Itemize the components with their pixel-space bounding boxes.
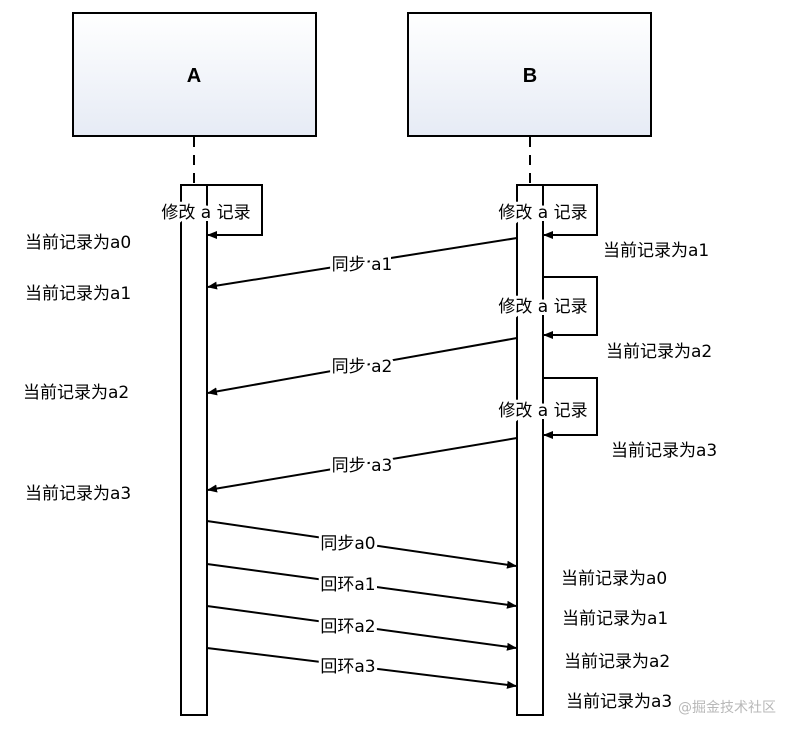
state-note-b-bottom-a1: 当前记录为a1 xyxy=(562,609,668,629)
state-note-b-bottom-a0: 当前记录为a0 xyxy=(561,569,667,589)
state-note-a0: 当前记录为a0 xyxy=(25,233,131,253)
state-note-a2: 当前记录为a2 xyxy=(23,383,129,403)
message-arrow xyxy=(207,237,518,290)
participant-b: B xyxy=(407,12,652,716)
message-label: 同步 a2 xyxy=(332,357,393,377)
message-arrow xyxy=(206,520,517,569)
participant-a: A xyxy=(72,12,317,716)
message-label: 回环a1 xyxy=(320,575,375,595)
message-loop-a1: 回环a1 xyxy=(206,563,517,609)
state-note-b-bottom-a2: 当前记录为a2 xyxy=(564,652,670,672)
message-label: 回环a2 xyxy=(320,617,375,637)
message-sync-a2: 同步 a2 xyxy=(207,337,518,396)
message-label: 同步 a3 xyxy=(332,456,393,476)
message-arrow xyxy=(206,605,517,651)
self-call-a: 修改 a 记录 xyxy=(158,184,263,239)
self-call-b-3-label: 修改 a 记录 xyxy=(498,401,587,421)
self-call-b-2-loop xyxy=(543,276,598,339)
self-call-a-loop xyxy=(207,184,263,239)
activation-bar-b xyxy=(516,184,544,716)
self-call-b-1-label: 修改 a 记录 xyxy=(498,203,587,223)
self-call-b-1: 修改 a 记录 xyxy=(495,184,598,239)
message-loop-a3: 回环a3 xyxy=(206,647,517,689)
message-arrow xyxy=(207,437,518,493)
self-call-b-3-loop xyxy=(543,377,598,439)
message-loop-a2: 回环a2 xyxy=(206,605,517,651)
watermark: @掘金技术社区 xyxy=(678,700,776,716)
participant-box-a xyxy=(72,12,317,137)
state-note-b-right-a3: 当前记录为a3 xyxy=(611,441,717,461)
state-note-b-bottom-a3: 当前记录为a3 xyxy=(566,692,672,712)
message-label: 同步 a1 xyxy=(332,255,393,275)
self-call-b-3: 修改 a 记录 xyxy=(495,377,598,439)
participant-label-b: B xyxy=(523,65,537,87)
state-note-b-right-a1: 当前记录为a1 xyxy=(603,241,709,261)
message-sync-a3: 同步 a3 xyxy=(207,437,518,493)
activation-bar-a xyxy=(180,184,208,716)
state-note-a1: 当前记录为a1 xyxy=(25,284,131,304)
self-call-b-1-loop xyxy=(543,184,598,239)
message-label: 同步a0 xyxy=(320,534,375,554)
self-call-b-2-label: 修改 a 记录 xyxy=(498,297,587,317)
participant-label-a: A xyxy=(187,65,201,87)
state-note-a3: 当前记录为a3 xyxy=(25,484,131,504)
message-arrow xyxy=(206,563,517,609)
message-sync-a1: 同步 a1 xyxy=(207,237,518,290)
message-sync-a0: 同步a0 xyxy=(206,520,517,569)
message-label: 回环a3 xyxy=(320,657,375,677)
message-arrow xyxy=(207,337,518,396)
state-note-b-right-a2: 当前记录为a2 xyxy=(606,342,712,362)
participant-box-b xyxy=(407,12,652,137)
message-arrow xyxy=(206,647,517,689)
self-call-b-2: 修改 a 记录 xyxy=(495,276,598,339)
self-call-a-label: 修改 a 记录 xyxy=(161,203,250,223)
